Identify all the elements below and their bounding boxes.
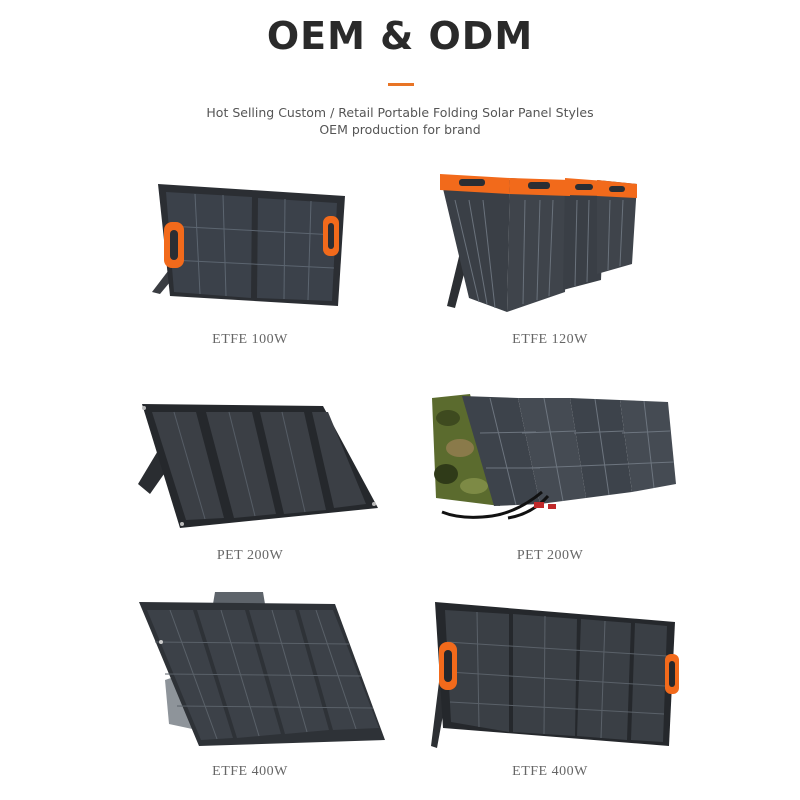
product-label: ETFE 120W <box>512 332 588 347</box>
solar-panel-image <box>139 592 385 746</box>
product-card-etfe-100w <box>140 178 360 308</box>
product-card-etfe-400w-b <box>425 598 683 750</box>
page-title: OEM & ODM <box>266 14 534 58</box>
product-card-pet-200w-b <box>422 388 678 528</box>
title-accent-bar <box>388 83 414 86</box>
solar-panel-image <box>440 174 637 312</box>
page-subtitle: Hot Selling Custom / Retail Portable Fol… <box>206 105 594 120</box>
solar-panel-image <box>152 184 345 306</box>
solar-panel-image <box>431 602 679 748</box>
product-label: ETFE 100W <box>212 332 288 347</box>
solar-panel-image <box>432 394 676 520</box>
product-label: PET 200W <box>516 548 584 563</box>
page-subtitle-secondary: OEM production for brand <box>319 122 481 137</box>
product-label: ETFE 400W <box>512 764 588 779</box>
product-card-pet-200w-a <box>128 400 383 530</box>
product-label: PET 200W <box>216 548 284 563</box>
product-card-etfe-400w-a <box>135 590 390 750</box>
product-card-etfe-120w <box>425 170 660 315</box>
product-label: ETFE 400W <box>212 764 288 779</box>
solar-panel-image <box>138 404 378 528</box>
